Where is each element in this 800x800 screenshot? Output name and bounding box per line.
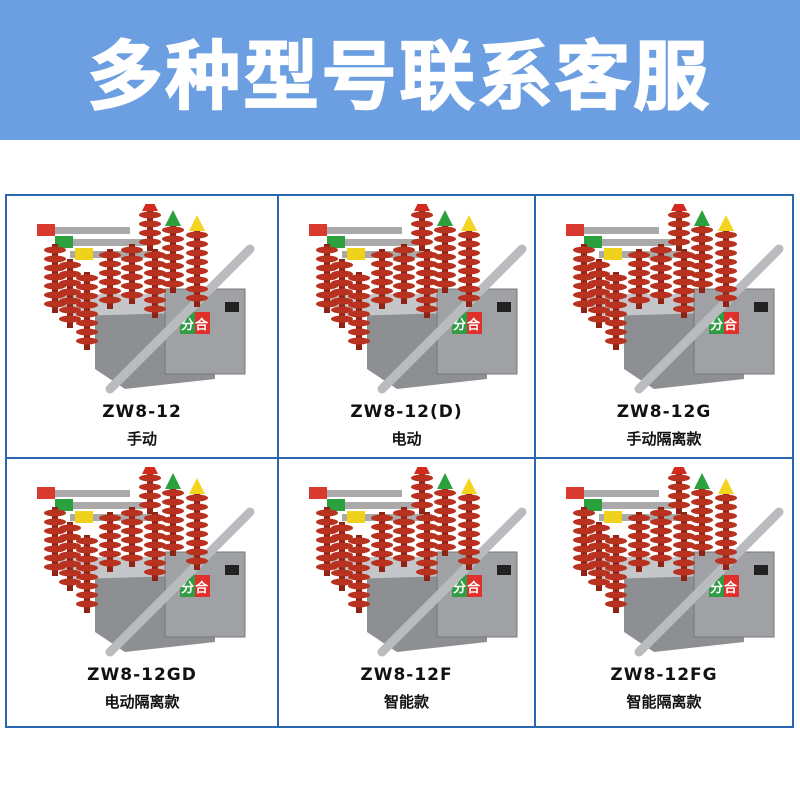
svg-text:合: 合 <box>467 580 481 596</box>
product-model: ZW8-12 <box>102 402 182 422</box>
product-grid: 分 合 ZW8-12 手动 分 合 ZW8-12(D) 电动 分 合 ZW8-12G… <box>5 194 794 728</box>
product-type: 手动 <box>126 430 157 448</box>
product-type: 智能隔离款 <box>626 693 702 711</box>
product-card[interactable]: 分 合 ZW8-12(D) 电动 <box>279 195 536 459</box>
product-model: ZW8-12GD <box>87 665 197 685</box>
product-card[interactable]: 分 合 ZW8-12F 智能款 <box>279 458 536 726</box>
svg-text:合: 合 <box>724 317 738 333</box>
product-card[interactable]: 分 合 ZW8-12 手动 <box>7 195 279 459</box>
product-model: ZW8-12G <box>616 402 712 422</box>
product-model: ZW8-12FG <box>610 665 718 685</box>
product-image: 分 合 <box>287 195 532 394</box>
product-model: ZW8-12F <box>360 665 453 685</box>
product-type: 智能款 <box>383 693 429 711</box>
product-type: 电动隔离款 <box>104 693 180 711</box>
product-image: 分 合 <box>544 458 789 657</box>
product-image: 分 合 <box>15 195 260 394</box>
product-card[interactable]: 分 合 ZW8-12G 手动隔离款 <box>536 195 792 459</box>
product-card[interactable]: 分 合 ZW8-12FG 智能隔离款 <box>536 458 792 726</box>
product-image: 分 合 <box>544 195 789 394</box>
banner-title: 多种型号联系客服 <box>87 33 712 121</box>
product-card[interactable]: 分 合 ZW8-12GD 电动隔离款 <box>7 458 279 726</box>
svg-text:合: 合 <box>724 580 738 596</box>
svg-text:合: 合 <box>195 317 209 333</box>
banner: 多种型号联系客服 <box>0 0 800 140</box>
product-type: 电动 <box>391 430 422 448</box>
product-image: 分 合 <box>287 458 532 657</box>
product-type: 手动隔离款 <box>626 430 702 448</box>
svg-text:合: 合 <box>195 580 209 596</box>
svg-text:合: 合 <box>467 317 481 333</box>
product-image: 分 合 <box>15 458 260 657</box>
product-model: ZW8-12(D) <box>350 402 463 422</box>
